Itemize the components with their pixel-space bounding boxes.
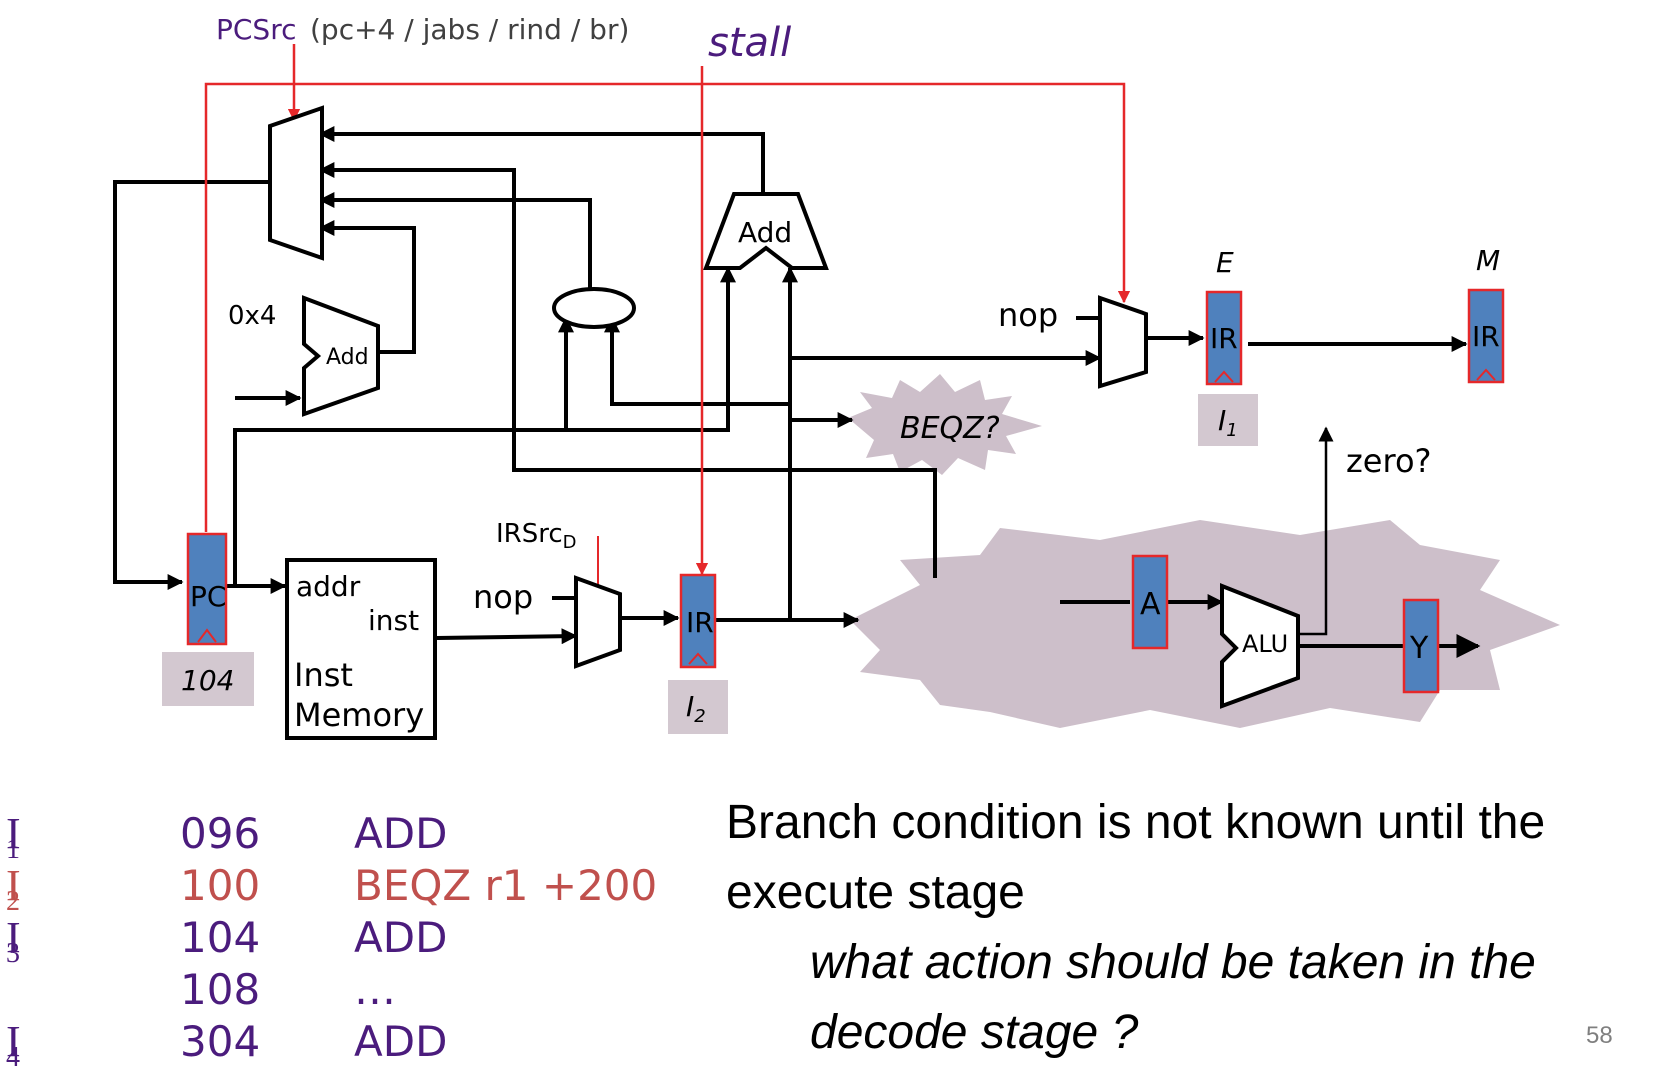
- pc-register: [186, 532, 228, 646]
- instruction-address: 100: [180, 861, 261, 910]
- pcsrc-options: (pc+4 / jabs / rind / br): [310, 13, 629, 46]
- ir-d-register: [679, 573, 717, 669]
- decode-nop-mux: [574, 575, 622, 669]
- instruction-opcode: ADD: [354, 1017, 448, 1066]
- execute-stage-cloud: [850, 520, 1560, 728]
- alu-label: ALU: [1242, 630, 1288, 658]
- page-number: 58: [1586, 1022, 1613, 1049]
- wire-add4-to-mux: [318, 220, 416, 354]
- wire-alu-zero: [1298, 426, 1334, 636]
- addr-label: addr: [296, 570, 361, 603]
- stage-e-label: E: [1216, 246, 1234, 279]
- instruction-address: 108: [180, 965, 261, 1014]
- nop-e-label: nop: [998, 296, 1058, 334]
- instruction-opcode: …: [354, 965, 396, 1014]
- execute-nop-mux: [1098, 295, 1148, 389]
- instruction-opcode: ADD: [354, 913, 448, 962]
- instruction-address: 096: [180, 809, 261, 858]
- branch-target-adder: [703, 192, 829, 270]
- memory-label-line1: Inst: [294, 656, 353, 694]
- i2-tag-label: I2: [686, 690, 706, 727]
- comparator-ellipse: [552, 287, 636, 329]
- beqz-label: BEQZ?: [900, 411, 1000, 446]
- zero-label: zero?: [1346, 442, 1432, 480]
- i1-tag-label: I1: [1218, 404, 1238, 441]
- pc-value-tag: [162, 652, 254, 706]
- y-register: [1402, 598, 1440, 694]
- pc-value: 104: [181, 664, 234, 697]
- pc-label: PC: [190, 580, 226, 613]
- wire-pc-to-adders: [233, 266, 736, 586]
- nop-d-label: nop: [473, 578, 533, 616]
- wire-mux-to-pc: [113, 180, 268, 590]
- i1-tag: [1198, 394, 1258, 446]
- a-label: A: [1140, 587, 1161, 622]
- note-question-line-1: what action should be taken in the: [810, 936, 1536, 989]
- explanation-text: Branch condition is not known until the …: [726, 788, 1656, 1068]
- instruction-memory: [285, 558, 437, 740]
- instruction-opcode: ADD: [354, 809, 448, 858]
- ir-d-label: IR: [686, 606, 714, 639]
- add-pc-label: Add: [326, 345, 369, 370]
- a-register: [1131, 554, 1169, 650]
- memory-label-line2: Memory: [294, 696, 424, 734]
- pc-clock-icon: [197, 628, 217, 643]
- y-label: Y: [1409, 631, 1429, 666]
- const-4-label: 0x4: [228, 301, 276, 331]
- wire-pcsrc-loop: [204, 82, 1131, 532]
- wire-cmp-to-mux: [318, 192, 592, 290]
- instruction-address: 304: [180, 1017, 261, 1066]
- stall-label: stall: [708, 20, 791, 66]
- alu: [1220, 583, 1300, 709]
- note-line-2: execute stage: [726, 866, 1025, 919]
- instruction-opcode: BEQZ r1 +200: [354, 861, 658, 910]
- ir-m-register: [1467, 288, 1505, 384]
- i2-tag: [668, 680, 728, 734]
- note-line-1: Branch condition is not known until the: [726, 796, 1546, 849]
- note-question-line-2: decode stage ?: [810, 1006, 1139, 1059]
- ir-m-clock-icon: [1476, 368, 1496, 381]
- pcsrc-label: PCSrc: [216, 13, 297, 46]
- wire-mem-to-dmux: [436, 628, 578, 645]
- ir-m-label: IR: [1472, 320, 1500, 353]
- wire-jabs-to-mux: [318, 162, 937, 578]
- instruction-address: 104: [180, 913, 261, 962]
- stage-m-label: M: [1476, 244, 1500, 277]
- ir-e-register: [1205, 290, 1243, 386]
- inst-label: inst: [368, 604, 419, 637]
- wire-ir-to-cmp: [604, 316, 790, 406]
- ir-e-clock-icon: [1214, 370, 1234, 383]
- irsrc-label: IRSrcD: [496, 519, 577, 553]
- pipeline-diagram: PCSrc (pc+4 / jabs / rind / br) stall Ad…: [113, 13, 1560, 740]
- add-top-label: Add: [738, 216, 792, 249]
- ir-d-clock-icon: [688, 652, 708, 665]
- beqz-starburst: [848, 374, 1042, 475]
- wire-add-top-to-mux: [318, 126, 765, 192]
- ir-e-label: IR: [1210, 322, 1238, 355]
- pc-mux: [268, 105, 324, 261]
- pc-plus4-adder: [302, 295, 380, 417]
